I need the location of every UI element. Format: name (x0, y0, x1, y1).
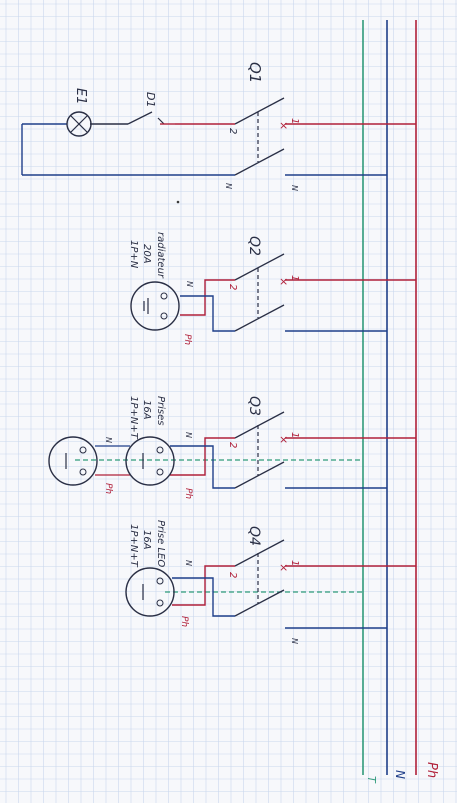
q3-outlet-1-pin-n (156, 446, 164, 454)
q1-label: Q1 (246, 62, 264, 83)
q4-phase-mark: Ph (179, 616, 189, 627)
lamp-e1-symbol (66, 111, 92, 137)
q2-label: Q2 (246, 236, 262, 256)
circuit-q2: Q2 radiateur 20A 1P+N 1 2 Ph N × (128, 232, 416, 345)
q3-neutral-out (170, 445, 235, 489)
circuit-q3: Q3 Prises 16A 1P+N+T 1 2 Ph Ph N N × (48, 396, 416, 499)
q4-circuit-line-1: Prise LEO (155, 520, 166, 567)
q3-neutral-mark-1: N (184, 432, 193, 438)
q2-pole-1-mark: 1 (289, 275, 300, 281)
q4-circuit-line-2: 16A (141, 530, 152, 550)
q2-pole-2-mark: 2 (227, 284, 238, 290)
q3-circuit-line-1: Prises (155, 396, 166, 426)
q4-outlet-symbol (125, 567, 175, 617)
q1-pole-2-mark: 2 (227, 128, 238, 134)
circuit-q1: Q1 1 2 N N × (22, 62, 416, 191)
q2-pole-neutral (234, 304, 285, 332)
q2-cross-mark: × (279, 275, 288, 288)
lamp-cross-b (70, 115, 88, 133)
q2-outlet-pin-ph (160, 312, 168, 320)
q2-circuit-line-2: 20A (141, 244, 152, 264)
lamp-e1-label: E1 (73, 88, 88, 105)
q4-neutral-mark: N (184, 560, 193, 566)
q3-phase-out (170, 437, 235, 476)
switch-d1-contact (157, 117, 165, 125)
q2-neutral-mark: N (185, 281, 194, 287)
pencil-dot (176, 200, 180, 204)
q1-neutral-out-mark: N (290, 185, 299, 191)
q3-outlet-2-pin-n (79, 446, 87, 454)
q4-cross-mark: × (279, 561, 288, 574)
q4-phase-out (172, 565, 235, 606)
q4-neutral-out-mark: N (290, 638, 299, 644)
neutral-rail-label: N (393, 770, 407, 779)
q3-label: Q3 (246, 396, 262, 416)
switch-d1-blade (127, 111, 153, 125)
q4-circuit-line-3: 1P+N+T (128, 524, 139, 568)
q2-circuit-line-3: 1P+N (128, 240, 139, 269)
q3-cross-mark: × (279, 433, 288, 446)
q4-pole-neutral (234, 589, 285, 617)
q3-pole-neutral (234, 461, 285, 489)
q1-neutral-in-mark: N (224, 183, 233, 189)
q4-outlet-pin-ph (156, 599, 164, 607)
q1-pole-1-mark: 1 (289, 118, 300, 124)
q3-pole-2-mark: 2 (227, 442, 238, 448)
q3-circuit-line-2: 16A (141, 400, 152, 420)
q2-phase-out (180, 279, 235, 316)
q2-phase-mark: Ph (182, 334, 192, 345)
q3-phase-mark-1: Ph (183, 488, 193, 499)
q2-pole-phase (234, 253, 285, 281)
q2-outlet-symbol (130, 281, 180, 331)
circuit-q4: Q4 Prise LEO 16A 1P+N+T 1 2 Ph N N × (125, 520, 416, 644)
q3-outlet-1-symbol (125, 436, 175, 486)
q3-pole-phase (234, 411, 285, 439)
q3-outlet-1-pin-ph (156, 468, 164, 476)
q3-circuit-line-3: 1P+N+T (128, 396, 139, 440)
q1-pole-phase (234, 97, 285, 125)
q4-outlet-pin-n (156, 577, 164, 585)
q4-pole-phase (234, 539, 285, 567)
q3-outlet-2-symbol (48, 436, 98, 486)
q3-phase-mark-2: Ph (103, 483, 113, 494)
q2-circuit-line-1: radiateur (155, 232, 166, 279)
switch-d1-label: D1 (144, 92, 157, 107)
q1-pole-neutral (234, 148, 285, 176)
lighting-load: E1 D1 (21, 88, 175, 175)
q4-neutral-out (172, 577, 235, 617)
phase-rail-label: Ph (424, 762, 439, 778)
earth-rail-label: T (365, 776, 378, 784)
q4-pole-2-mark: 2 (227, 572, 238, 578)
q4-label: Q4 (246, 526, 262, 546)
q2-neutral-out (180, 295, 235, 332)
q4-pole-1-mark: 1 (289, 560, 300, 566)
q1-cross-mark: × (279, 119, 288, 132)
q3-neutral-mark-2: N (104, 437, 113, 443)
q2-outlet-pin-n (160, 292, 168, 300)
q3-outlet-2-pin-ph (79, 468, 87, 476)
supply-rails (362, 20, 417, 775)
q3-pole-1-mark: 1 (289, 432, 300, 438)
